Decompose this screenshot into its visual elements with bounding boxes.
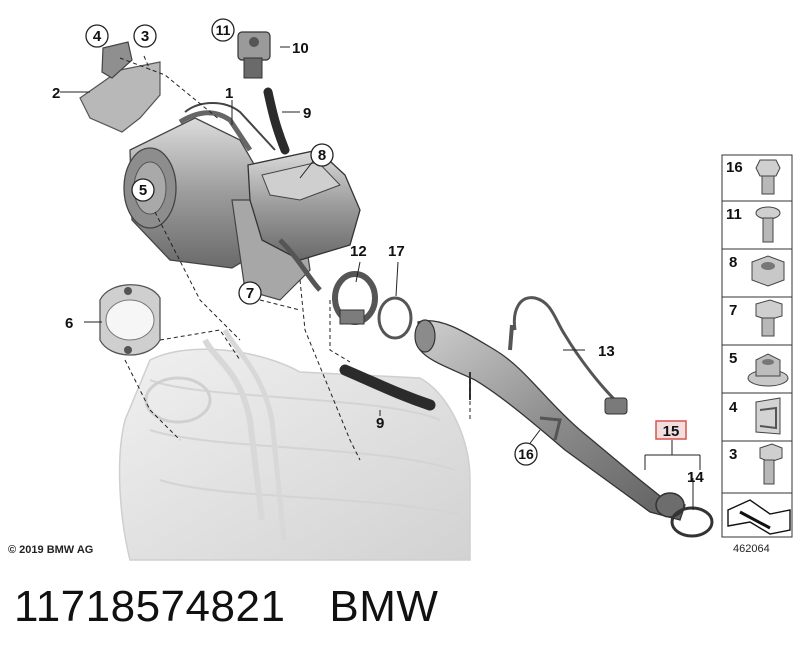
callout-16-circle <box>514 442 538 466</box>
pressure-sensor <box>237 31 271 79</box>
orientation-arrow-box <box>721 492 793 538</box>
callout-5-circle <box>131 178 155 202</box>
v-band-clamp <box>332 271 378 325</box>
callout-11: 11 <box>216 22 231 38</box>
diagram-number: 462064 <box>733 543 770 555</box>
temperature-sensor <box>508 296 628 415</box>
callout-8: 8 <box>318 147 326 164</box>
callout-7: 7 <box>246 285 254 302</box>
flange-nut-icon <box>747 353 789 387</box>
part-caption: 11718574821 BMW <box>14 582 482 632</box>
callout-15: 15 <box>663 423 680 440</box>
hardware-label-3: 3 <box>729 446 737 463</box>
callout-7-circle <box>238 281 262 305</box>
hardware-panel: 16 11 8 7 5 4 3 <box>721 154 793 494</box>
callout-9-upper: 9 <box>303 105 311 122</box>
callout-6: 6 <box>65 315 73 332</box>
callouts: 4 3 2 1 11 10 9 8 5 12 17 7 6 13 9 15 16… <box>52 18 704 486</box>
callout-15-highlight <box>655 420 687 440</box>
vacuum-hose-lower <box>339 364 436 411</box>
callout-1: 1 <box>225 85 233 102</box>
exhaust-pipe <box>414 319 686 521</box>
callout-9-lower: 9 <box>376 415 384 432</box>
leader-lines <box>60 46 701 510</box>
hardware-label-8: 8 <box>729 254 737 271</box>
callout-4: 4 <box>93 28 102 45</box>
spring-clip-icon <box>755 397 781 435</box>
heat-shield <box>79 41 161 133</box>
callout-11-circle <box>211 18 235 42</box>
callout-17: 17 <box>388 243 405 260</box>
hex-flange-bolt-icon <box>755 159 781 195</box>
callout-13: 13 <box>598 343 615 360</box>
callout-2: 2 <box>52 85 60 102</box>
hardware-label-7: 7 <box>729 302 737 319</box>
hex-nut-icon <box>751 255 785 287</box>
sealing-ring <box>377 296 413 340</box>
flange-gasket <box>99 284 161 356</box>
hardware-label-5: 5 <box>729 350 737 367</box>
callout-5: 5 <box>139 182 147 199</box>
callout-14: 14 <box>687 469 704 486</box>
callout-16: 16 <box>518 446 534 462</box>
hex-bolt-icon <box>755 299 783 337</box>
callout-12: 12 <box>350 243 367 260</box>
hardware-label-16: 16 <box>726 159 743 176</box>
hardware-label-11: 11 <box>726 206 742 223</box>
stud-bolt-icon <box>759 443 783 485</box>
copyright: © 2019 BMW AG <box>8 544 93 556</box>
torx-bolt-icon <box>755 206 781 243</box>
callout-3: 3 <box>141 28 149 45</box>
callout-10: 10 <box>292 40 309 57</box>
callout-8-circle <box>310 143 334 167</box>
callout-4-circle <box>85 24 109 48</box>
ghosted-particulate-filter <box>118 328 471 561</box>
callout-3-circle <box>133 24 157 48</box>
vacuum-hose-upper <box>263 87 290 155</box>
part-number: 11718574821 <box>14 582 286 631</box>
pipe-seal-ring <box>670 506 714 538</box>
hardware-label-4: 4 <box>729 399 738 416</box>
brand-name: BMW <box>329 582 439 631</box>
